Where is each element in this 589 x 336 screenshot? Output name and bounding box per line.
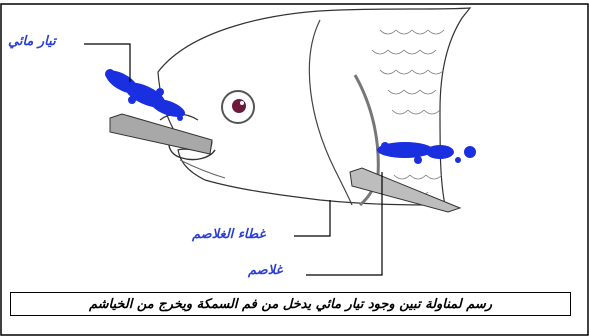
- caption-box: رسم لمناولة تبين وجود تيار مائي يدخل من …: [10, 292, 571, 316]
- label-water-current: تيار مائي: [8, 34, 56, 49]
- caption-text: رسم لمناولة تبين وجود تيار مائي يدخل من …: [89, 297, 492, 312]
- pointer-gill-cover: [294, 200, 330, 236]
- label-gills: غلاصم: [248, 263, 282, 278]
- eye-pupil: [232, 99, 246, 113]
- fish-head: [158, 8, 470, 205]
- label-gill-cover: غطاء الغلاصم: [192, 227, 265, 242]
